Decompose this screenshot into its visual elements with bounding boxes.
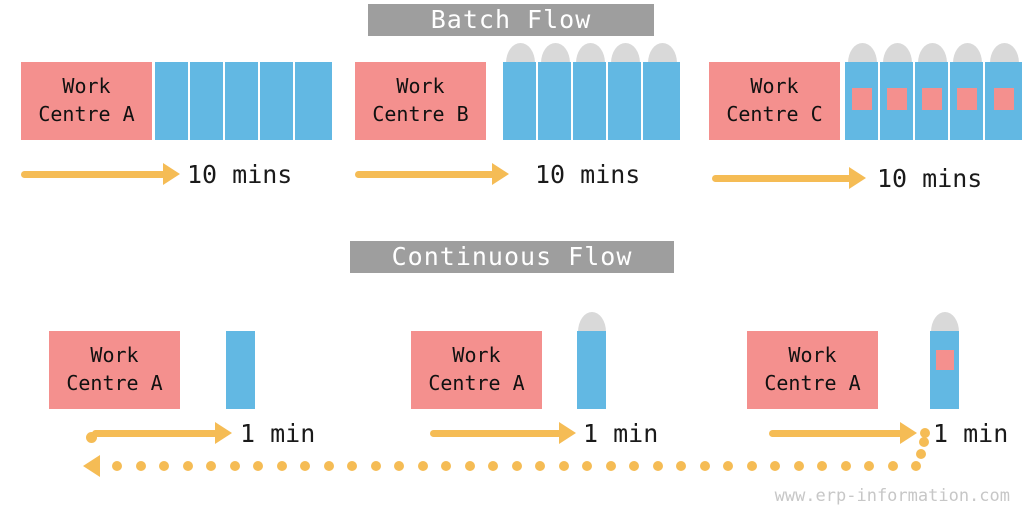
return-loop-dot [558, 461, 569, 471]
return-loop-dot [605, 461, 616, 471]
return-loop-dot [135, 461, 146, 471]
flow-arrow-cont-3-head [900, 422, 917, 444]
return-loop-dot [464, 461, 475, 471]
return-loop-dot [229, 461, 240, 471]
watermark: www.erp-information.com [774, 486, 1010, 506]
work-centre-box-cont-2: Work Centre A [411, 331, 542, 409]
return-loop-dot [723, 461, 733, 471]
flow-arrow-batch-b-head [492, 163, 509, 185]
work-centre-label-line2: Centre A [66, 371, 163, 395]
return-loop-dot [112, 461, 122, 471]
section-title-continuous: Continuous Flow [350, 241, 674, 273]
section-title-batch: Batch Flow [368, 4, 654, 36]
return-loop-riser-dot-1 [916, 449, 926, 459]
flow-arrow-cont-2-line [430, 430, 562, 437]
return-loop-dot [676, 461, 686, 471]
return-loop-dot [370, 461, 381, 471]
flow-arrow-cont-2-head [559, 422, 576, 444]
return-loop-dot [441, 461, 451, 471]
return-loop-arrow-head [83, 455, 100, 477]
flow-arrow-batch-b-line [355, 171, 495, 178]
return-loop-dot [793, 461, 804, 471]
time-label-cont-3: 1 min [933, 419, 1009, 448]
return-loop-dot [182, 461, 193, 471]
return-loop-dot [887, 461, 898, 471]
work-centre-label-line1: Work [452, 343, 501, 368]
work-centre-box-cont-3: Work Centre A [747, 331, 878, 409]
work-centre-label-line2: Centre A [428, 371, 525, 395]
time-label-batch-c: 10 mins [877, 164, 983, 193]
return-loop-dot [770, 461, 780, 471]
return-loop-dot [276, 461, 287, 471]
return-loop-dot [300, 461, 310, 471]
work-centre-label-line2: Centre A [38, 102, 135, 126]
work-centre-box-batch-c: Work Centre C [709, 62, 840, 140]
return-loop-dot [417, 461, 428, 471]
flow-arrow-batch-a-head [163, 163, 180, 185]
work-centre-label-line1: Work [788, 343, 837, 368]
work-centre-label-line1: Work [396, 74, 445, 99]
return-loop-dot [699, 461, 710, 471]
return-loop-dot [535, 461, 545, 471]
work-centre-label-line2: Centre C [726, 102, 823, 126]
return-loop-riser-dot-2 [919, 437, 929, 447]
flow-arrow-batch-a-line [21, 171, 166, 178]
work-centre-box-batch-b: Work Centre B [355, 62, 486, 140]
return-loop-dot [864, 461, 874, 471]
work-centre-label-line1: Work [750, 74, 799, 99]
return-loop-dot [159, 461, 169, 471]
time-label-cont-1: 1 min [240, 419, 316, 448]
return-loop-dot [394, 461, 404, 471]
return-loop-dot [206, 461, 216, 471]
flow-arrow-cont-3-tip-dot [920, 428, 930, 438]
flow-arrow-cont-1-head [215, 422, 232, 444]
return-loop-dot [746, 461, 757, 471]
time-label-batch-a: 10 mins [187, 160, 293, 189]
flow-arrow-batch-c-line [712, 175, 852, 182]
return-loop-dot [652, 461, 663, 471]
work-centre-box-cont-1: Work Centre A [49, 331, 180, 409]
return-loop-dot [323, 461, 334, 471]
return-loop-dot [911, 461, 921, 471]
flow-arrow-cont-3-line [769, 430, 903, 437]
return-loop-dot [582, 461, 592, 471]
work-centre-label-line1: Work [90, 343, 139, 368]
work-centre-label-line2: Centre A [764, 371, 861, 395]
return-loop-dot [817, 461, 827, 471]
time-label-batch-b: 10 mins [535, 160, 641, 189]
work-centre-label-line1: Work [62, 74, 111, 99]
time-label-cont-2: 1 min [583, 419, 659, 448]
flow-arrow-cont-1-tail-dot [86, 432, 97, 443]
return-loop-dot [347, 461, 357, 471]
return-loop-dot [840, 461, 851, 471]
work-centre-label-line2: Centre B [372, 102, 469, 126]
flow-arrow-cont-1-line [92, 430, 218, 437]
flow-arrow-batch-c-head [849, 167, 866, 189]
return-loop-dot [488, 461, 498, 471]
return-loop-dotted-path [112, 461, 922, 471]
work-centre-box-batch-a: Work Centre A [21, 62, 152, 140]
return-loop-dot [629, 461, 639, 471]
return-loop-dot [253, 461, 263, 471]
return-loop-dot [511, 461, 522, 471]
